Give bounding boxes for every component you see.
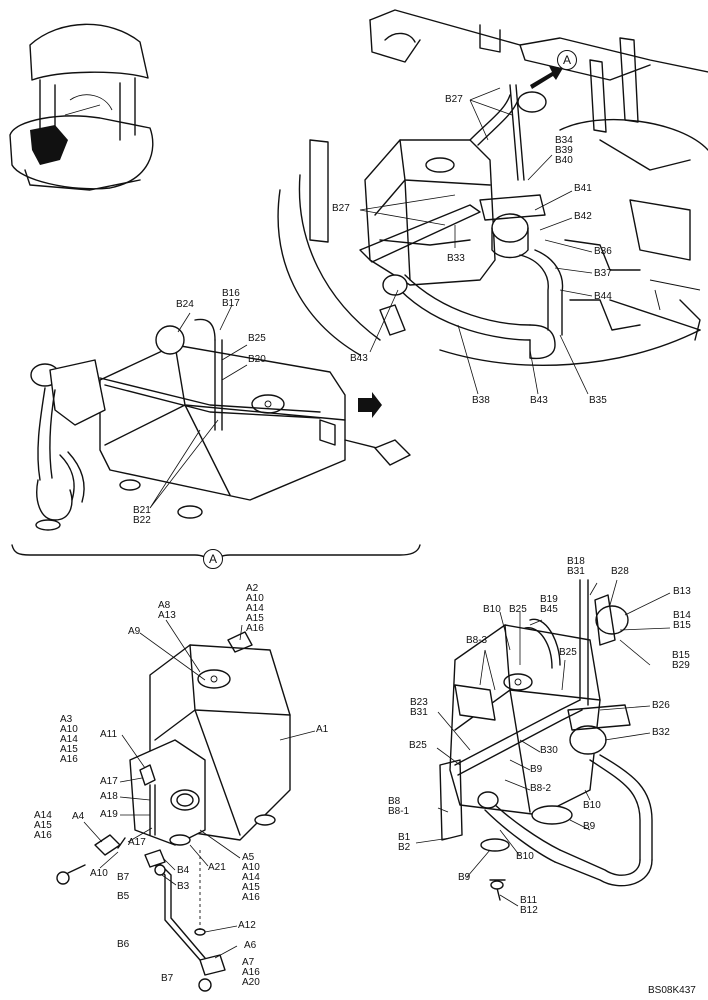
- machine-overview-illustration: [9, 23, 154, 191]
- label-b43-right: B43: [530, 395, 548, 406]
- label-a21: A21: [208, 862, 226, 873]
- label-b10-right: B10: [583, 800, 601, 811]
- label-b36: B36: [594, 246, 612, 257]
- upper-frame-assembly: [277, 9, 708, 395]
- label-b8-b8-1: B8 B8-1: [388, 796, 410, 817]
- label-a2-group: A2 A10 A14 A15 A16: [246, 583, 264, 634]
- label-b35: B35: [589, 395, 607, 406]
- label-b4: B4: [177, 865, 190, 876]
- label-b7-lower: B7: [161, 973, 174, 984]
- label-a10: A10: [90, 868, 108, 879]
- reference-code: BS08K437: [648, 985, 696, 996]
- view-marker-a-bracket: A: [203, 549, 223, 569]
- label-a7-group: A7 A16 A20: [242, 957, 260, 988]
- label-b19-b45: B19 B45: [540, 594, 558, 615]
- label-b9-upper: B9: [530, 764, 543, 775]
- label-b25-left: B25: [409, 740, 427, 751]
- label-b10-bottom: B10: [516, 851, 534, 862]
- label-b34-b39-b40: B34 B39 B40: [555, 135, 573, 166]
- label-a3-group: A3 A10 A14 A15 A16: [60, 714, 78, 765]
- label-a12: A12: [238, 920, 256, 931]
- label-b38: B38: [472, 395, 490, 406]
- label-b24: B24: [176, 299, 194, 310]
- label-b14-b15: B14 B15: [673, 610, 691, 631]
- label-b32: B32: [652, 727, 670, 738]
- label-b41: B41: [574, 183, 592, 194]
- label-b44: B44: [594, 291, 612, 302]
- label-b43-left: B43: [350, 353, 368, 364]
- label-a9: A9: [128, 626, 141, 637]
- label-b10-top: B10: [483, 604, 501, 615]
- label-a6: A6: [244, 940, 257, 951]
- label-b1-b2: B1 B2: [398, 832, 411, 853]
- label-b30: B30: [540, 745, 558, 756]
- label-a18: A18: [100, 791, 118, 802]
- label-b8-2: B8-2: [530, 783, 552, 794]
- label-b37: B37: [594, 268, 612, 279]
- label-b33: B33: [447, 253, 465, 264]
- label-b8-3: B8-3: [466, 635, 488, 646]
- exploded-tank-view: [56, 619, 316, 992]
- label-b18-b31: B18 B31: [567, 556, 585, 577]
- label-a17-lower: A17: [128, 837, 146, 848]
- label-b25-top: B25: [509, 604, 527, 615]
- label-b20: B20: [248, 354, 266, 365]
- label-b7-upper: B7: [117, 872, 130, 883]
- label-b3: B3: [177, 881, 190, 892]
- label-b23-b31: B23 B31: [410, 697, 428, 718]
- label-b25-mid: B25: [559, 647, 577, 658]
- label-a5-group: A5 A10 A14 A15 A16: [242, 852, 260, 903]
- label-a1: A1: [316, 724, 329, 735]
- label-b11-b12: B11 B12: [520, 895, 538, 916]
- view-marker-a-top: A: [557, 50, 577, 70]
- label-b27-lower: B27: [332, 203, 350, 214]
- label-b25: B25: [248, 333, 266, 344]
- label-a4: A4: [72, 811, 85, 822]
- label-b9-lower: B9: [458, 872, 471, 883]
- label-b26: B26: [652, 700, 670, 711]
- label-a11: A11: [100, 729, 118, 740]
- label-b13: B13: [673, 586, 691, 597]
- tank-pipe-routing-view: [11, 304, 421, 563]
- label-a8-a13: A8 A13: [158, 600, 176, 621]
- label-b28: B28: [611, 566, 629, 577]
- label-a19: A19: [100, 809, 118, 820]
- label-b6: B6: [117, 939, 130, 950]
- label-b16-b17: B16 B17: [222, 288, 240, 309]
- label-b15-b29: B15 B29: [672, 650, 690, 671]
- label-b27-upper: B27: [445, 94, 463, 105]
- label-a14-group: A14 A15 A16: [34, 810, 52, 841]
- label-b42: B42: [574, 211, 592, 222]
- label-b5: B5: [117, 891, 130, 902]
- exploded-hose-view: [415, 579, 671, 907]
- label-b9-right: B9: [583, 821, 596, 832]
- label-b21-b22: B21 B22: [133, 505, 151, 526]
- label-a17-upper: A17: [100, 776, 118, 787]
